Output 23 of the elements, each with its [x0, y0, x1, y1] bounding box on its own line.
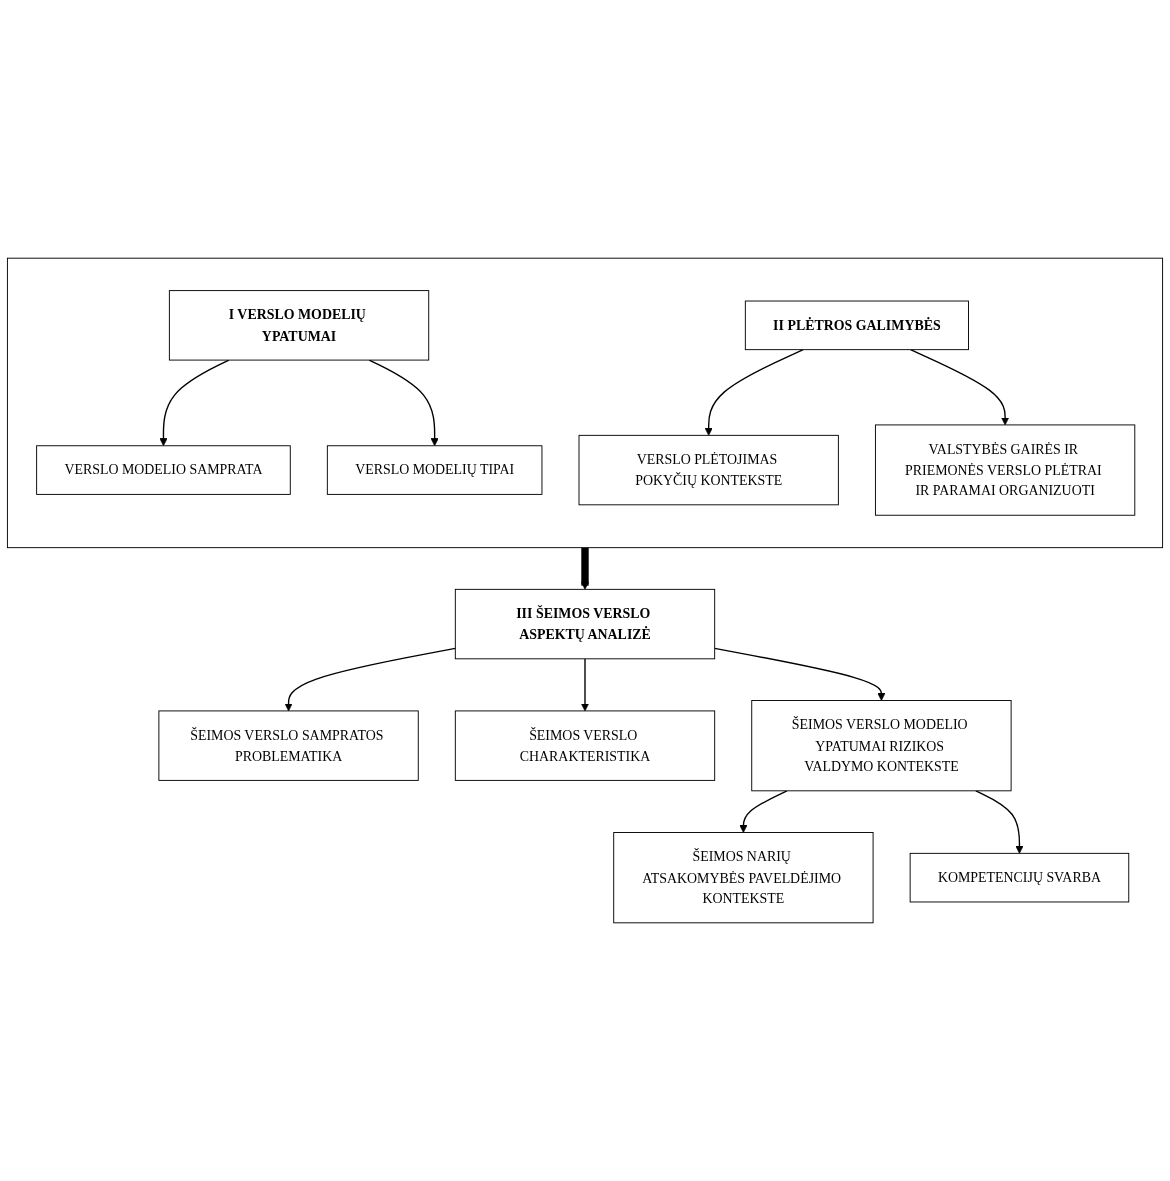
node-box: ŠEIMOS VERSLO CHARAKTERISTIKA: [454, 710, 716, 781]
arrow: [284, 647, 456, 712]
node-box: ŠEIMOS VERSLO SAMPRATOS PROBLEMATIKA: [158, 710, 419, 781]
node-box: VALSTYBĖS GAIRĖS IR PRIEMONĖS VERSLO PLĖTRAI IR PARAMAI ORGANIZUOTI: [874, 424, 1136, 516]
cluster: [6, 257, 1164, 549]
node-box: ŠEIMOS NARIŲ ATSAKOMYBĖS PAVELDĖJIMO KONTEKSTE: [613, 832, 874, 924]
node-box: VERSLO MODELIŲ TIPAI: [326, 445, 543, 495]
node-box: III ŠEIMOS VERSLO ASPEKTŲ ANALIZĖ: [454, 588, 716, 660]
arrow: [159, 359, 230, 447]
node-box: VERSLO PLĖTOJIMAS POKYČIŲ KONTEKSTE: [578, 434, 839, 506]
node-box: ŠEIMOS VERSLO MODELIO YPATUMAI RIZIKOS VALDYMO KONTEKSTE: [751, 700, 1012, 792]
arrow: [714, 647, 886, 701]
arrow: [739, 790, 788, 833]
arrow: [909, 348, 1010, 426]
arrow: [580, 547, 590, 590]
node-box: KOMPETENCIJŲ SVARBA: [909, 852, 1130, 903]
node-box: VERSLO MODELIO SAMPRATA: [36, 445, 291, 495]
node-box: II PLĖTROS GALIMYBĖS: [744, 300, 969, 351]
arrow: [580, 658, 590, 712]
arrow: [368, 359, 439, 447]
arrow: [975, 790, 1024, 854]
arrow: [704, 348, 804, 436]
node-box: I VERSLO MODELIŲ YPATUMAI: [168, 290, 430, 361]
